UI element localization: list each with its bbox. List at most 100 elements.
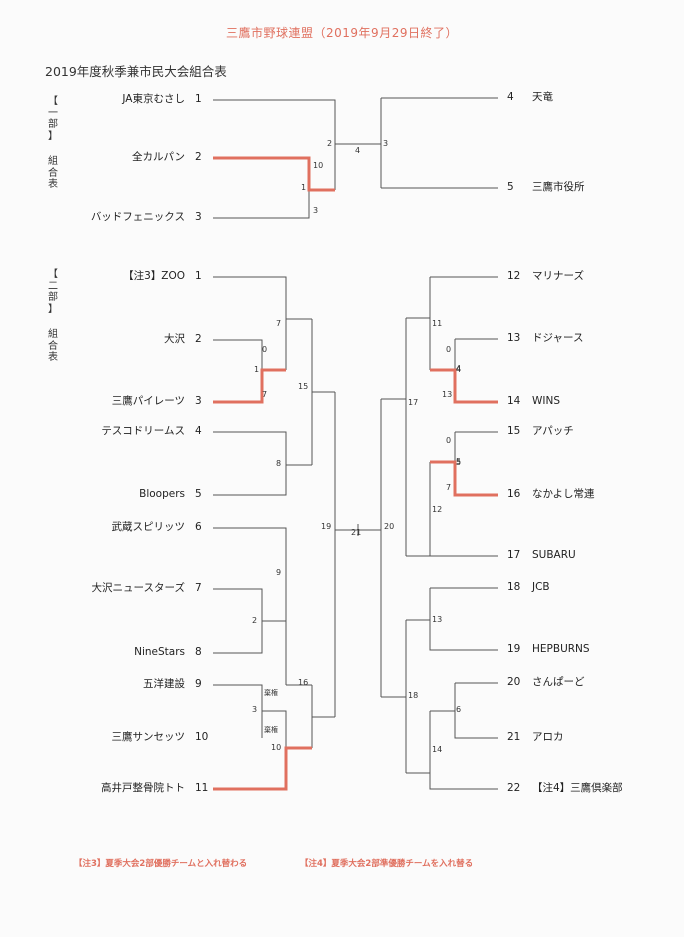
- team-name: さんぱーど: [532, 676, 585, 688]
- bracket-line: [213, 684, 263, 738]
- team-name: 三鷹サンセッツ: [111, 731, 186, 743]
- bracket-line: [454, 683, 498, 739]
- winner-path: [430, 368, 498, 404]
- forfeit-label: 棄権: [264, 726, 278, 734]
- game-number: 8: [276, 459, 282, 468]
- score: 3: [383, 139, 389, 148]
- bracket-line: [213, 527, 287, 685]
- bracket-line: [213, 276, 287, 370]
- team-name: Bloopers: [139, 488, 185, 500]
- bracket-line: [213, 99, 336, 190]
- game-number: 21: [351, 528, 362, 537]
- team-name: テスコドリームス: [101, 425, 185, 437]
- team-seed: 3: [195, 211, 202, 223]
- team-seed: 2: [195, 151, 202, 163]
- team-seed: 1: [195, 93, 202, 105]
- game-number: 4: [456, 364, 462, 373]
- team-name: HEPBURNS: [532, 643, 590, 655]
- footnote: 【注3】夏季大会2部優勝チームと入れ替わる: [74, 859, 248, 869]
- game-number: 10: [271, 743, 282, 752]
- bracket-line: [213, 339, 263, 370]
- team-name: 全カルパン: [131, 151, 185, 163]
- team-seed: 12: [507, 270, 521, 282]
- bracket-line: [213, 158, 310, 219]
- team-name: 天竜: [532, 91, 553, 103]
- game-number: 11: [432, 319, 443, 328]
- team-seed: 7: [195, 582, 202, 594]
- team-seed: 18: [507, 581, 521, 593]
- forfeit-label: 棄権: [264, 689, 278, 697]
- team-seed: 5: [507, 181, 514, 193]
- team-seed: 3: [195, 395, 202, 407]
- score: 7: [446, 483, 452, 492]
- game-number: 9: [276, 568, 282, 577]
- game-number: 3: [252, 705, 258, 714]
- winner-path: [213, 156, 335, 192]
- score: 4: [456, 365, 462, 374]
- game-number: 20: [384, 522, 395, 531]
- score: 0: [446, 345, 452, 354]
- page-title: 三鷹市野球連盟（2019年9月29日終了）: [226, 26, 458, 40]
- game-number: 7: [276, 319, 282, 328]
- section2-label: 【 二 部 】 組 合 表: [48, 269, 58, 363]
- score: 7: [262, 390, 268, 399]
- team-seed: 21: [507, 731, 521, 743]
- team-name: なかよし常連: [532, 488, 595, 500]
- team-name: 武蔵スピリッツ: [111, 521, 186, 533]
- team-name: 【注4】三鷹倶楽部: [532, 782, 623, 794]
- team-seed: 22: [507, 782, 521, 794]
- bracket-line: [213, 431, 287, 496]
- winner-path: [213, 746, 312, 791]
- game-number: 13: [432, 615, 443, 624]
- game-number: 18: [408, 691, 419, 700]
- team-name: アパッチ: [532, 425, 574, 437]
- section1-label: 【 一 部 】 組 合 表: [48, 96, 58, 190]
- team-name: ドジャース: [532, 332, 584, 344]
- team-name: 五洋建設: [143, 678, 185, 690]
- team-seed: 20: [507, 676, 521, 688]
- bracket-line: [429, 588, 498, 651]
- team-seed: 2: [195, 333, 202, 345]
- game-number: 15: [298, 382, 309, 391]
- team-name: マリナーズ: [532, 270, 584, 282]
- team-seed: 16: [507, 488, 521, 500]
- team-name: 【注3】ZOO: [123, 270, 185, 282]
- team-name: NineStars: [134, 646, 185, 658]
- team-seed: 13: [507, 332, 521, 344]
- score: 2: [327, 139, 333, 148]
- team-name: JA東京むさし: [122, 93, 185, 105]
- team-name: 三鷹パイレーツ: [111, 395, 185, 407]
- winner-path: [213, 368, 286, 404]
- game-number: 6: [456, 705, 462, 714]
- team-seed: 19: [507, 643, 521, 655]
- score: 0: [262, 345, 268, 354]
- team-name: バッドフェニックス: [90, 211, 185, 223]
- score: 13: [442, 390, 453, 399]
- score: 3: [313, 206, 319, 215]
- footnote: 【注4】夏季大会2部準優勝チームを入れ替る: [300, 859, 474, 869]
- team-name: 高井戸整骨院トト: [101, 782, 185, 794]
- team-seed: 14: [507, 395, 521, 407]
- bracket-line: [429, 711, 498, 790]
- team-seed: 5: [195, 488, 202, 500]
- team-name: JCB: [532, 581, 550, 593]
- team-seed: 9: [195, 678, 202, 690]
- game-number: 4: [355, 146, 361, 155]
- score: 1: [254, 365, 260, 374]
- team-seed: 8: [195, 646, 202, 658]
- team-name: SUBARU: [532, 549, 576, 561]
- game-number: 16: [298, 678, 309, 687]
- page-subtitle: 2019年度秋季兼市民大会組合表: [45, 64, 227, 79]
- team-seed: 11: [195, 782, 209, 794]
- team-seed: 15: [507, 425, 521, 437]
- team-name: アロカ: [532, 731, 564, 743]
- game-number: 14: [432, 745, 443, 754]
- team-name: 三鷹市役所: [532, 181, 585, 193]
- score: 0: [446, 436, 452, 445]
- team-seed: 1: [195, 270, 202, 282]
- team-name: WINS: [532, 395, 560, 407]
- bracket-line: [262, 710, 287, 748]
- score: 1: [301, 183, 307, 192]
- score: 10: [313, 161, 324, 170]
